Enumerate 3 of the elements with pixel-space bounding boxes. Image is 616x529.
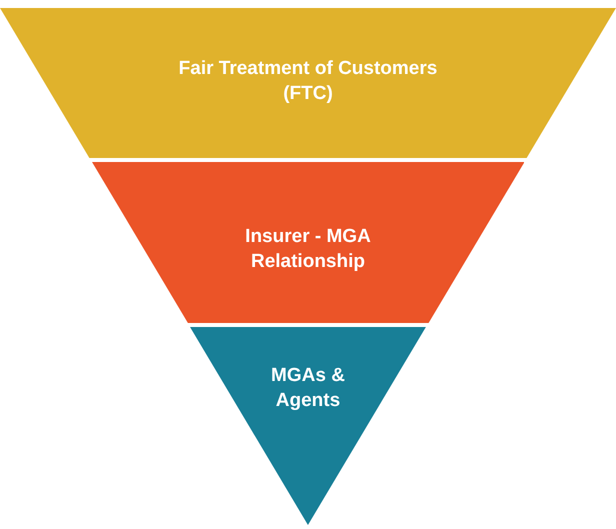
band-label: MGAs & Agents (270, 364, 346, 413)
band-label: Fair Treatment of Customers (FTC) (178, 57, 438, 106)
band-label: Insurer - MGA Relationship (244, 225, 372, 274)
